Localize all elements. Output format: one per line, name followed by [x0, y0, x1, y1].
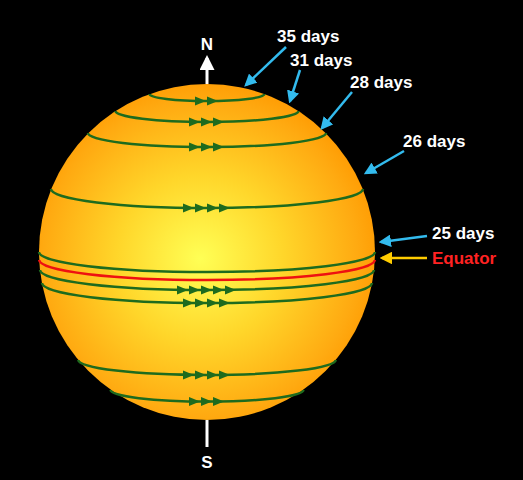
- rotation-arrows: [177, 97, 236, 407]
- pole-label: N: [201, 36, 213, 53]
- rotation-period-label: 35 days: [277, 28, 339, 45]
- equator-line: [39, 260, 375, 280]
- north-axis-arrow: [206, 58, 209, 84]
- sun-disc: [39, 84, 375, 420]
- rotation-period-label: 31 days: [290, 52, 352, 69]
- pole-label: S: [201, 454, 212, 471]
- rotation-period-label: 25 days: [432, 225, 494, 242]
- leader-arrows: [246, 47, 427, 258]
- rotation-period-label: 26 days: [403, 133, 465, 150]
- latitude-lines: [39, 94, 375, 402]
- south-axis-line: [206, 420, 209, 447]
- equator-label: Equator: [432, 250, 496, 267]
- rotation-period-label: 28 days: [350, 74, 412, 91]
